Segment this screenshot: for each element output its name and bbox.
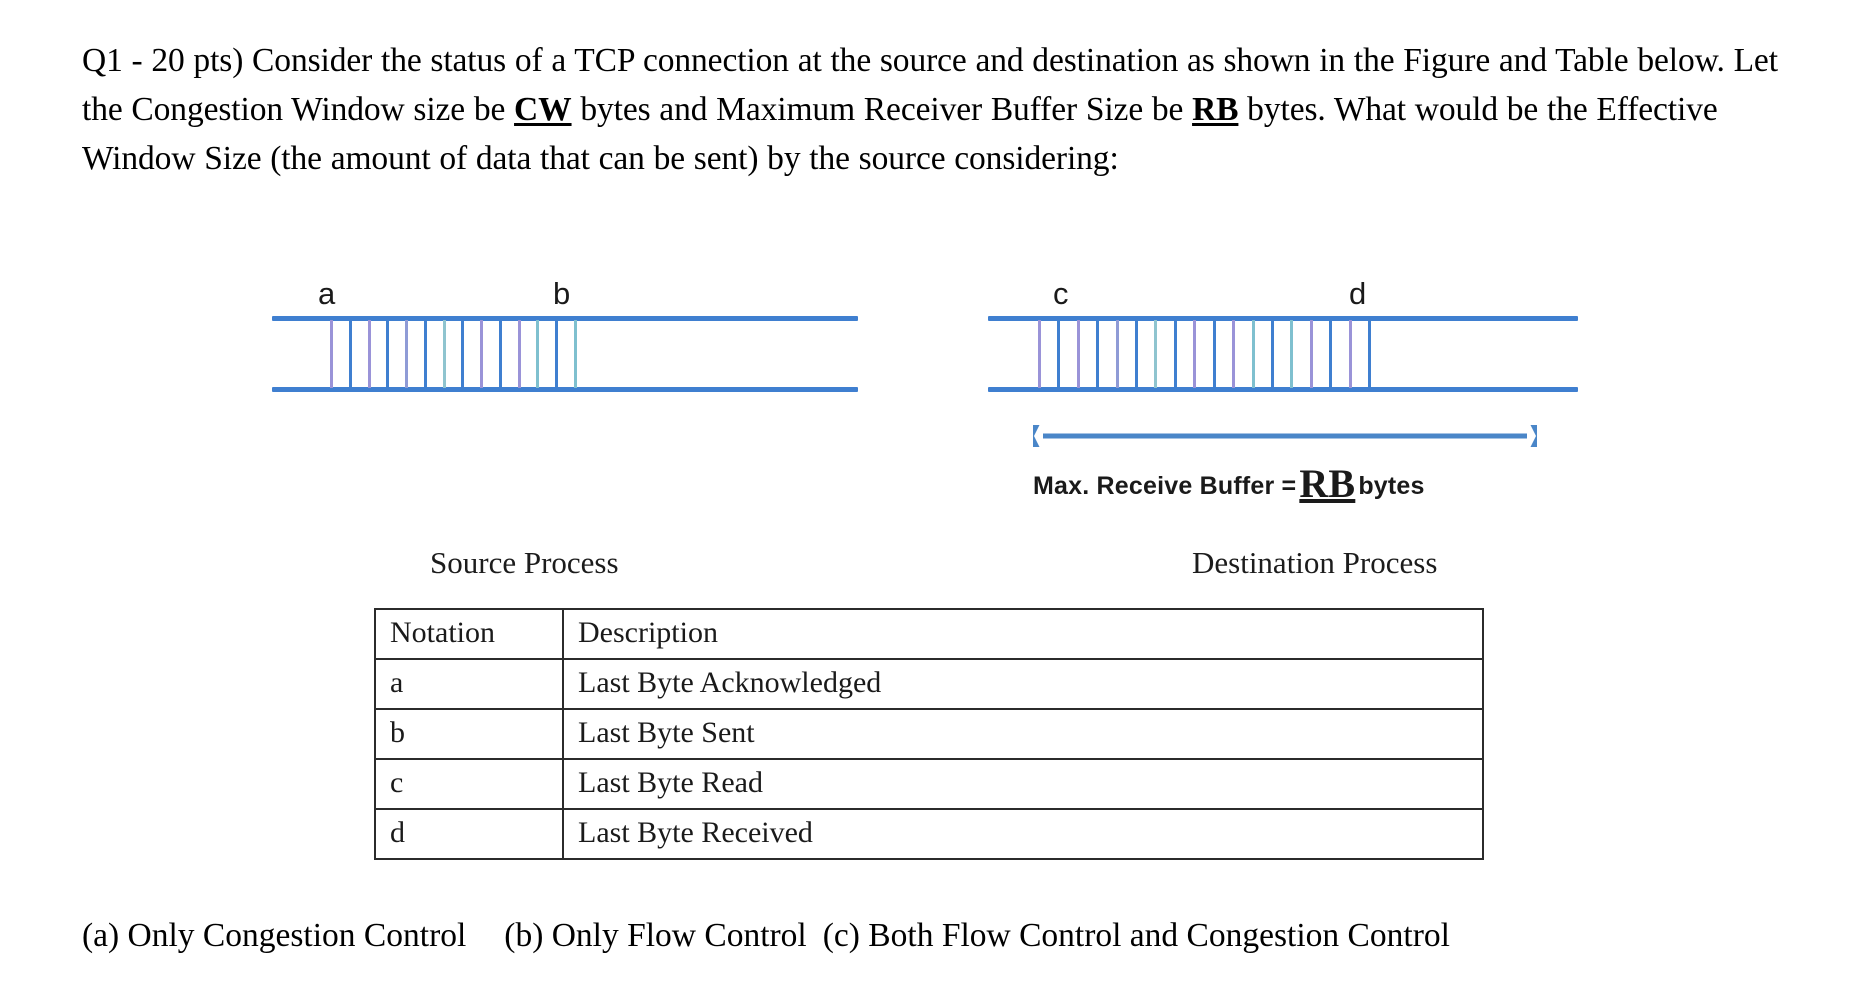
- window-tick: [1038, 320, 1041, 388]
- column-header-notation: Notation: [374, 608, 564, 660]
- window-tick: [1368, 320, 1371, 388]
- window-tick: [1290, 320, 1294, 388]
- cell-notation: a: [374, 658, 564, 710]
- column-header-description: Description: [562, 608, 1484, 660]
- window-tick: [1232, 320, 1236, 388]
- table-row: b Last Byte Sent: [374, 708, 1484, 760]
- source-process-caption: Source Process: [430, 545, 619, 580]
- question-text-part-2: bytes and Maximum Receiver Buffer Size b…: [571, 91, 1193, 128]
- term-cw: CW: [514, 91, 572, 128]
- choice-c[interactable]: (c) Both Flow Control and Congestion Con…: [822, 917, 1450, 954]
- notation-table: Notation Description a Last Byte Acknowl…: [374, 608, 1484, 860]
- table-row: a Last Byte Acknowledged: [374, 658, 1484, 710]
- cell-notation: b: [374, 708, 564, 760]
- window-tick: [330, 320, 333, 388]
- window-tick: [348, 320, 352, 388]
- window-tick: [1115, 320, 1119, 388]
- window-tick: [423, 320, 427, 388]
- window-tick: [1096, 320, 1100, 388]
- destination-process-caption: Destination Process: [1192, 545, 1438, 580]
- window-tick: [555, 320, 559, 388]
- destination-rail-top: [988, 316, 1578, 321]
- question-text-part-1: Q1 - 20 pts) Consider the status of a TC…: [82, 42, 1778, 128]
- window-tick: [386, 320, 390, 388]
- window-tick: [405, 320, 409, 388]
- destination-rail-bottom: [988, 387, 1578, 392]
- source-marker-a: a: [318, 276, 336, 311]
- window-tick: [1270, 320, 1274, 388]
- window-tick: [1348, 320, 1352, 388]
- choice-b[interactable]: (b) Only Flow Control: [504, 917, 807, 954]
- answer-choices: (a) Only Congestion Control (b) Only Flow…: [82, 917, 1450, 955]
- source-window-strip: [272, 316, 858, 392]
- window-tick: [498, 320, 502, 388]
- window-tick: [461, 320, 465, 388]
- source-rail-bottom: [272, 387, 858, 392]
- window-tick: [1212, 320, 1216, 388]
- question-paragraph: Q1 - 20 pts) Consider the status of a TC…: [82, 36, 1782, 183]
- question-text-part-3: bytes. What would be the Effective Windo…: [82, 91, 1718, 177]
- table-row: d Last Byte Received: [374, 808, 1484, 860]
- window-tick: [1076, 320, 1080, 388]
- max-receive-buffer-arrow: [1033, 425, 1537, 447]
- buffer-label-suffix: bytes: [1358, 472, 1425, 500]
- window-tick: [1135, 320, 1139, 388]
- cell-description: Last Byte Sent: [562, 708, 1484, 760]
- window-tick: [442, 320, 446, 388]
- table-row: c Last Byte Read: [374, 758, 1484, 810]
- window-tick: [1193, 320, 1197, 388]
- window-tick: [1329, 320, 1333, 388]
- source-marker-b: b: [553, 276, 571, 311]
- cell-notation: d: [374, 808, 564, 860]
- window-tick: [1173, 320, 1177, 388]
- cell-description: Last Byte Acknowledged: [562, 658, 1484, 710]
- buffer-symbol-rb: RB: [1299, 461, 1356, 506]
- window-tick: [536, 320, 540, 388]
- destination-tick-group: [1038, 320, 1371, 388]
- window-tick: [1154, 320, 1158, 388]
- term-rb: RB: [1192, 91, 1239, 128]
- cell-description: Last Byte Read: [562, 758, 1484, 810]
- destination-marker-d: d: [1349, 276, 1367, 311]
- table-header-row: Notation Description: [374, 608, 1484, 660]
- source-rail-top: [272, 316, 858, 321]
- source-tick-group: [330, 320, 577, 388]
- buffer-label-prefix: Max. Receive Buffer =: [1033, 472, 1297, 500]
- window-tick: [1057, 320, 1061, 388]
- window-tick: [517, 320, 521, 388]
- cell-notation: c: [374, 758, 564, 810]
- window-tick: [1251, 320, 1255, 388]
- destination-window-strip: [988, 316, 1578, 392]
- window-tick: [480, 320, 484, 388]
- choice-a[interactable]: (a) Only Congestion Control: [82, 917, 467, 954]
- window-tick: [1309, 320, 1313, 388]
- cell-description: Last Byte Received: [562, 808, 1484, 860]
- destination-marker-c: c: [1053, 276, 1069, 311]
- window-tick: [367, 320, 371, 388]
- window-tick: [574, 320, 577, 388]
